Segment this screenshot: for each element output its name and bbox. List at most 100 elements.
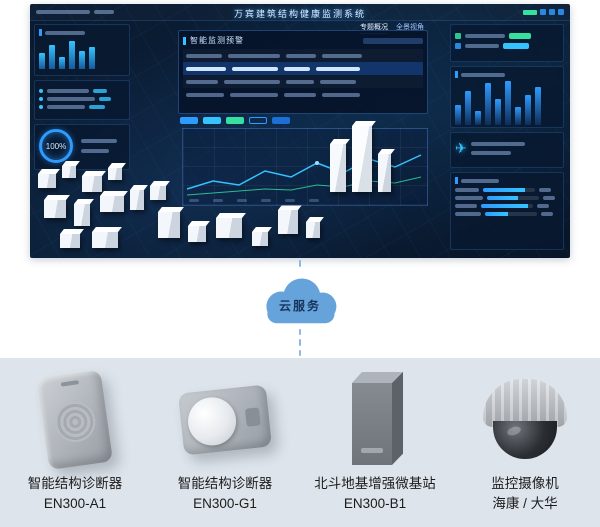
tick-placeholder [261,199,271,202]
bar [39,53,45,69]
cell-placeholder [224,79,280,84]
mini-bar-chart [39,39,125,69]
device-image-en300-b1 [300,366,450,474]
progress-fill [483,188,525,192]
diagnostic-device-icon [36,369,114,471]
text-placeholder [455,204,477,208]
progress-track [481,204,533,208]
bar [495,99,501,125]
bar [535,87,541,125]
box-side-face [392,371,403,465]
chip-button[interactable] [249,117,267,124]
table-row[interactable] [183,75,423,88]
building-model [252,232,268,246]
cloud-icon [266,277,337,323]
progress-track [485,212,537,216]
table-row[interactable] [183,49,423,62]
tab-panorama[interactable]: 全景视角 [396,24,424,31]
value-placeholder [93,89,107,93]
tick-placeholder [189,199,199,202]
bar [69,41,75,69]
diagnostic-device-disc-icon [178,384,272,456]
device-image-camera [450,366,600,474]
menu-chip-icon[interactable] [558,9,564,15]
tick-placeholder [213,199,223,202]
box-front-face [352,383,392,465]
alert-panel: 智能监测预警 [178,30,428,114]
right-panel-progress-list [450,172,564,250]
cell-placeholder [284,92,316,97]
chip-button[interactable] [180,117,198,124]
text-placeholder [455,196,483,200]
bullet-icon [39,89,43,93]
panel-title [39,29,125,36]
gauge-legend [81,139,117,153]
base-station-icon [346,371,404,468]
gauge-ring: 100% [39,129,73,163]
vertical-bar-chart [455,81,559,125]
cell-placeholder [228,53,280,58]
right-panel-stats [450,24,564,62]
cell-placeholder [316,66,360,71]
progress-fill [485,212,509,216]
text-placeholder [47,89,89,93]
menu-chip-icon[interactable] [540,9,546,15]
dome-camera-icon [483,379,567,461]
list-item [39,105,125,109]
menu-chip-icon[interactable] [549,9,555,15]
progress-row [455,196,559,200]
right-panel-skyline-chart [450,66,564,128]
datetime-text [36,10,114,14]
building-tower [378,154,391,192]
building-tower [330,144,346,192]
building-model [278,210,298,234]
alert-table [183,49,423,101]
cell-placeholder [186,53,222,58]
product-list: 智能结构诊断器 EN300-A1 智能结构诊断器 EN300-G1 北斗地基增强… [0,366,600,515]
text-placeholder [461,72,505,77]
product-name: 北斗地基增强微基站 [314,476,436,491]
bar [49,45,55,69]
tick-placeholder [285,199,295,202]
text-placeholder [47,97,95,101]
connector-dash [299,349,301,356]
cell-placeholder [186,92,224,97]
list-item [39,97,125,101]
value-placeholder [541,212,553,216]
building-model [92,232,118,248]
topbar-controls[interactable] [523,9,564,15]
title-accent [183,36,186,45]
chip-button[interactable] [226,117,244,124]
device-image-en300-g1 [150,366,300,474]
product-name: 智能结构诊断器 [27,476,123,491]
text-placeholder [465,34,505,38]
panel-title [455,71,559,78]
value-placeholder [543,196,555,200]
legend-icon [455,43,461,49]
building-model [216,218,242,238]
gauge-value: 100% [45,141,67,151]
cloud-label: 云服务 [278,298,321,313]
text-placeholder [45,30,85,35]
table-row[interactable] [183,88,423,101]
title-accent [455,71,458,78]
cell-placeholder [322,53,362,58]
progress-track [483,188,535,192]
building-model [60,234,80,248]
progress-row [455,204,559,208]
monitoring-dashboard-screenshot: 万宾建筑结构健康监测系统 [30,4,570,258]
product-model: EN300-B1 [343,496,407,512]
search-box[interactable] [363,37,423,44]
tick-placeholder [237,199,247,202]
text-placeholder [470,150,511,155]
x-axis-labels [189,199,319,202]
cell-placeholder [322,92,360,97]
list-item [39,89,125,93]
chip-button[interactable] [203,117,221,124]
text-placeholder [81,149,109,153]
table-row-selected[interactable] [183,62,423,75]
alert-panel-title: 智能监测预警 [190,36,244,45]
building-model [306,222,320,238]
chip-button[interactable] [272,117,290,124]
dashboard-title: 万宾建筑结构健康监测系统 [233,9,366,19]
